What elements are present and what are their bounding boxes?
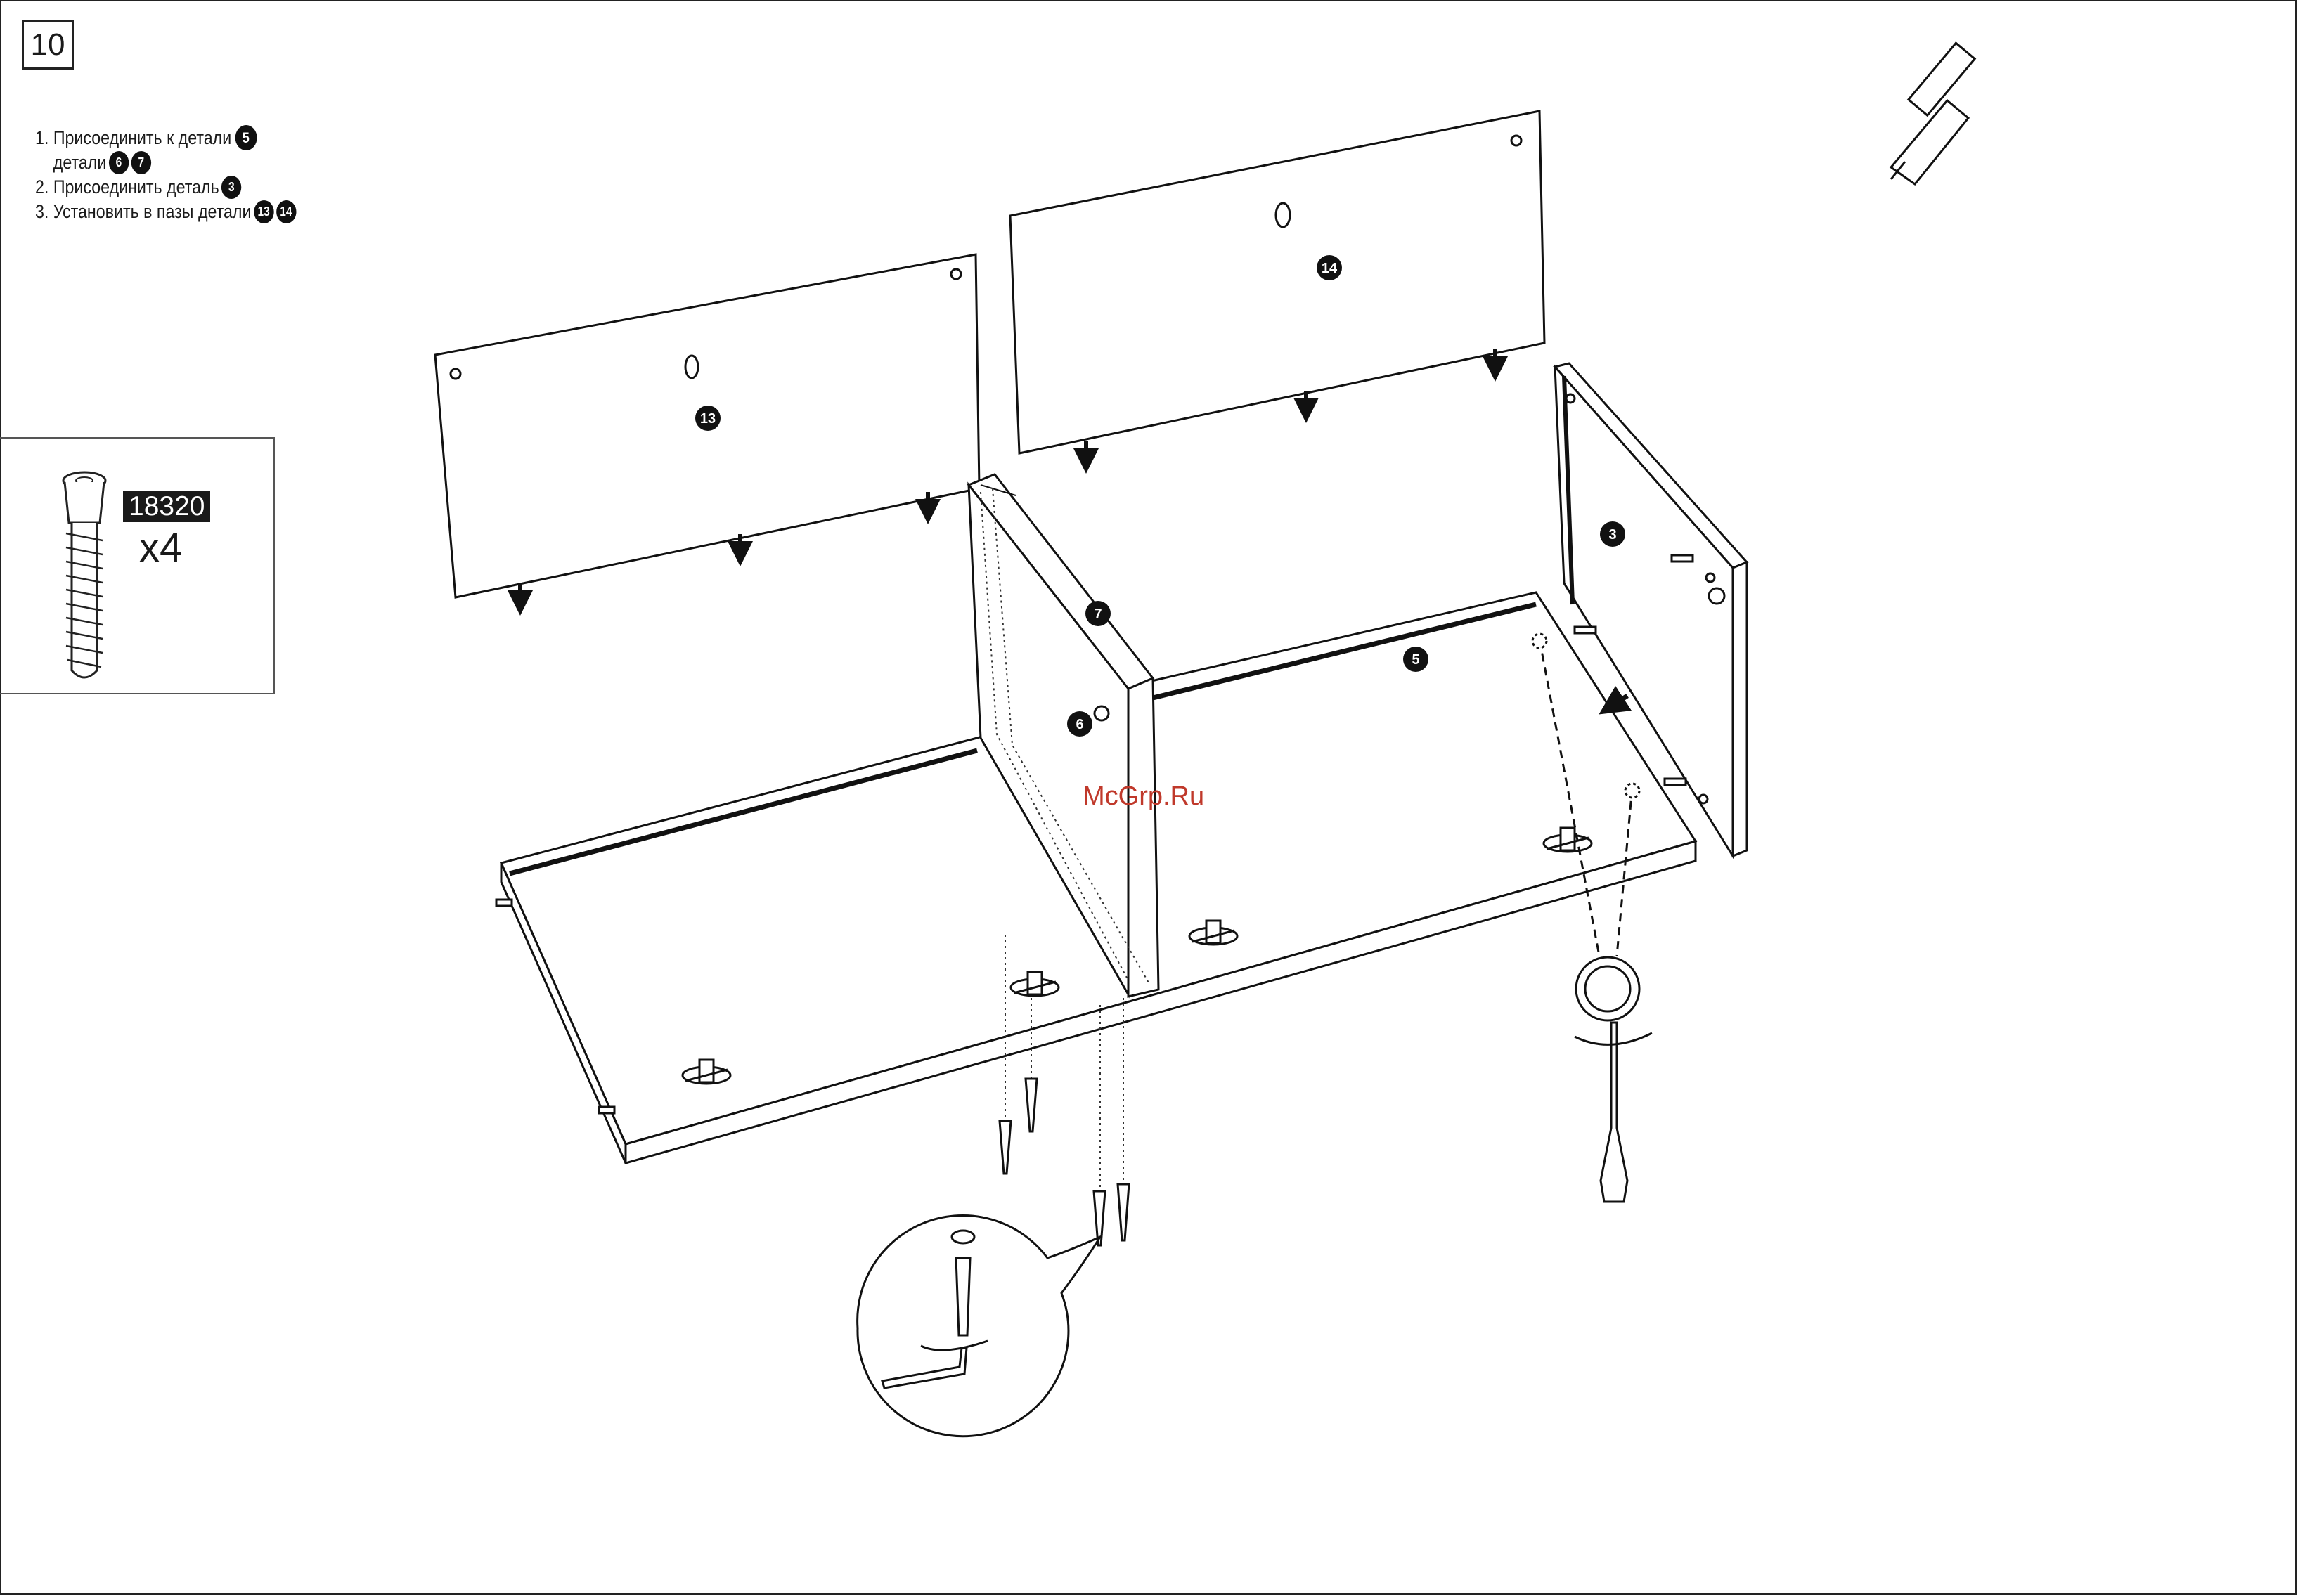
zoom-detail: [858, 1216, 1100, 1436]
part-label-3: 3: [1608, 527, 1616, 543]
screwdriver-tool-icon: [1891, 39, 2025, 204]
insert-arrow: [1611, 696, 1627, 706]
panel-14: [1010, 111, 1544, 453]
part-label-6: 6: [1076, 717, 1083, 732]
part-label-5: 5: [1412, 652, 1419, 668]
watermark: McGrp.Ru: [1083, 781, 1204, 812]
screwdriver-icon: [1601, 1023, 1627, 1202]
part-label-14: 14: [1322, 261, 1338, 276]
cam-hole-icon: [1095, 706, 1109, 720]
confirmat-screws: [1000, 1079, 1129, 1245]
part-label-13: 13: [700, 411, 716, 427]
part-label-7: 7: [1094, 606, 1102, 622]
